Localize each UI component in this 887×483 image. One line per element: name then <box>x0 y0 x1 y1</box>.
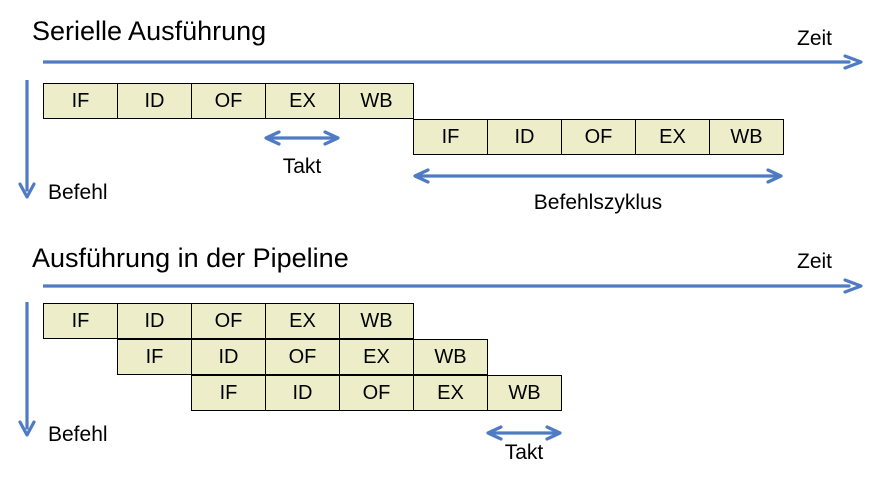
pipeline-instruction-axis-label: Befehl <box>48 423 108 446</box>
stage-cell-ex: EX <box>635 119 710 155</box>
stage-cell-ex: EX <box>413 375 488 411</box>
stage-cell-wb: WB <box>413 339 488 375</box>
stage-cell-if: IF <box>413 119 488 155</box>
pipeline-time-axis-label: Zeit <box>797 250 833 273</box>
serial-time-axis-arrow-icon <box>43 54 863 70</box>
stage-cell-of: OF <box>339 375 414 411</box>
serial-time-axis-label: Zeit <box>797 27 833 50</box>
stage-cell-of: OF <box>561 119 636 155</box>
stage-cell-id: ID <box>117 303 192 339</box>
stage-cell-wb: WB <box>487 375 562 411</box>
stage-cell-of: OF <box>191 303 266 339</box>
pipeline-time-axis-arrow-icon <box>43 278 863 294</box>
stage-cell-id: ID <box>117 83 192 119</box>
pipeline-section-title: Ausführung in der Pipeline <box>32 243 349 273</box>
pipeline-instruction-3-row: IF ID OF EX WB <box>191 375 562 411</box>
serial-instruction-2-row: IF ID OF EX WB <box>413 119 784 155</box>
pipeline-instruction-2-row: IF ID OF EX WB <box>117 339 488 375</box>
stage-cell-id: ID <box>487 119 562 155</box>
stage-cell-if: IF <box>191 375 266 411</box>
stage-cell-of: OF <box>265 339 340 375</box>
stage-cell-ex: EX <box>339 339 414 375</box>
stage-cell-ex: EX <box>265 83 340 119</box>
stage-cell-id: ID <box>191 339 266 375</box>
pipeline-clock-label: Takt <box>504 441 544 464</box>
stage-cell-of: OF <box>191 83 266 119</box>
serial-instruction-axis-arrow-icon <box>18 80 36 199</box>
instruction-cycle-span-arrow-icon <box>413 168 783 184</box>
stage-cell-wb: WB <box>709 119 784 155</box>
stage-cell-if: IF <box>43 303 118 339</box>
stage-cell-wb: WB <box>339 83 414 119</box>
pipeline-clock-span-arrow-icon <box>486 425 562 441</box>
stage-cell-wb: WB <box>339 303 414 339</box>
serial-section-title: Serielle Ausführung <box>32 16 267 46</box>
stage-cell-if: IF <box>117 339 192 375</box>
stage-cell-id: ID <box>265 375 340 411</box>
stage-cell-if: IF <box>43 83 118 119</box>
stage-cell-ex: EX <box>265 303 340 339</box>
pipeline-instruction-1-row: IF ID OF EX WB <box>43 303 414 339</box>
serial-instruction-axis-label: Befehl <box>48 181 108 204</box>
serial-instruction-1-row: IF ID OF EX WB <box>43 83 414 119</box>
serial-clock-label: Takt <box>282 155 322 178</box>
pipeline-instruction-axis-arrow-icon <box>18 302 36 437</box>
serial-clock-span-arrow-icon <box>264 130 340 146</box>
instruction-cycle-label: Befehlszyklus <box>533 191 663 214</box>
